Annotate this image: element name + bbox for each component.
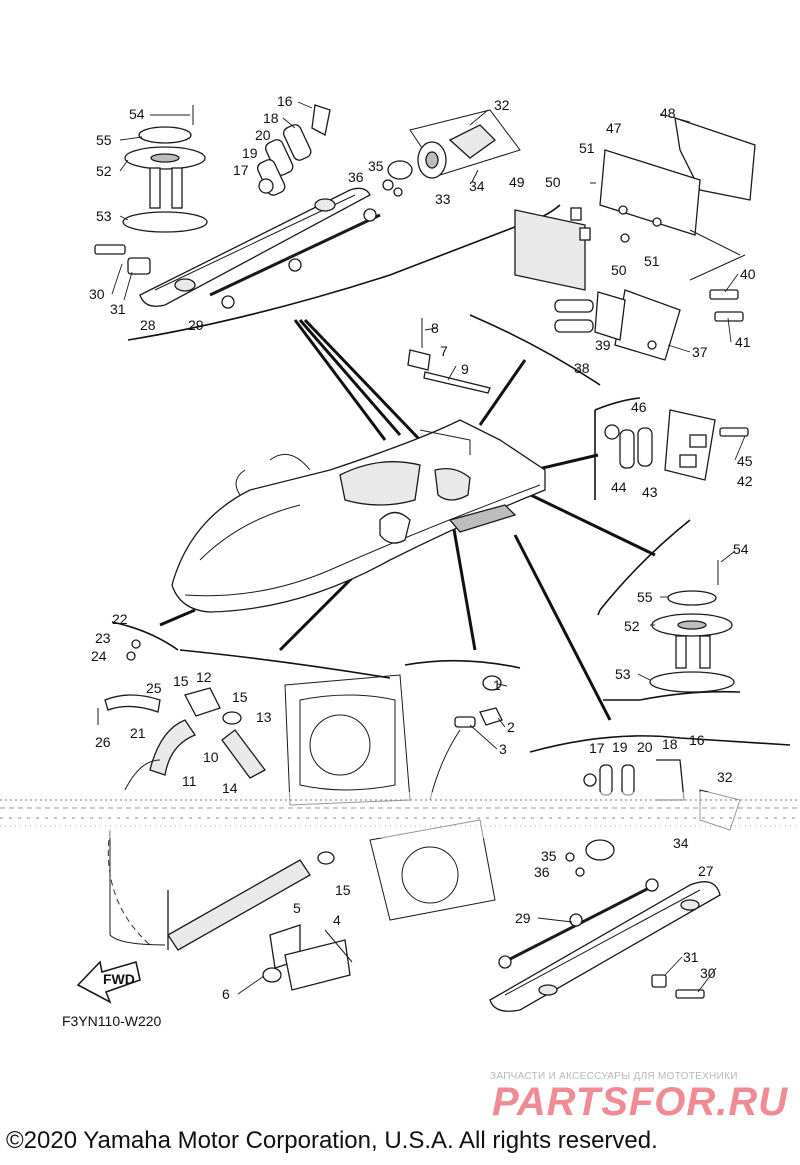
part-label: 16 xyxy=(277,93,293,109)
watercraft-hull xyxy=(171,419,546,613)
part-label: 34 xyxy=(469,178,485,194)
part-label: 1 xyxy=(493,677,501,693)
part-label: 7 xyxy=(440,343,448,359)
watermark-subtitle: ЗАПЧАСТИ И АКСЕССУАРЫ ДЛЯ МОТОТЕХНИКИ xyxy=(490,1071,738,1082)
fwd-arrow-icon: FWD xyxy=(76,960,141,1004)
part-label: 15 xyxy=(232,689,248,705)
part-label: 31 xyxy=(110,301,126,317)
part-label: 29 xyxy=(515,910,531,926)
part-label: 24 xyxy=(91,648,107,664)
part-label: 3 xyxy=(499,741,507,757)
part-label: 22 xyxy=(112,611,128,627)
part-label: 44 xyxy=(611,479,627,495)
part-labels: 54 55 52 53 30 31 28 29 16 18 20 19 17 3… xyxy=(89,93,756,1002)
part-label: 19 xyxy=(242,145,258,161)
part-label: 48 xyxy=(660,105,676,121)
cleat-group-right xyxy=(649,560,735,693)
part-label: 35 xyxy=(368,158,384,174)
part-label: 53 xyxy=(96,208,112,224)
part-label: 52 xyxy=(96,163,112,179)
part-label: 49 xyxy=(509,174,525,190)
part-label: 15 xyxy=(335,882,351,898)
part-label: 6 xyxy=(222,986,230,1002)
part-label: 10 xyxy=(203,749,219,765)
part-label: 2 xyxy=(507,719,515,735)
part-label: 35 xyxy=(541,848,557,864)
part-label: 28 xyxy=(140,317,156,333)
part-label: 29 xyxy=(188,317,204,333)
small-parts-group xyxy=(262,675,503,991)
part-label: 50 xyxy=(611,262,627,278)
part-label: 37 xyxy=(692,344,708,360)
part-label: 45 xyxy=(737,453,753,469)
part-label: 30 xyxy=(89,286,105,302)
part-label: 52 xyxy=(624,618,640,634)
part-label: 23 xyxy=(95,630,111,646)
box-bracket-group xyxy=(554,289,744,361)
fwd-label: FWD xyxy=(103,971,135,987)
filler-group xyxy=(382,109,521,197)
rail-top xyxy=(94,187,381,309)
cover-panel-group xyxy=(514,117,756,291)
part-label: 51 xyxy=(579,140,595,156)
part-label: 54 xyxy=(733,541,749,557)
part-label: 21 xyxy=(130,725,146,741)
part-label: 32 xyxy=(494,97,510,113)
part-label: 53 xyxy=(615,666,631,682)
part-label: 41 xyxy=(735,334,751,350)
part-label: 51 xyxy=(644,253,660,269)
part-label: 50 xyxy=(545,174,561,190)
copyright-notice: ©2020 Yamaha Motor Corporation, U.S.A. A… xyxy=(6,1127,658,1154)
part-label: 12 xyxy=(196,669,212,685)
part-label: 55 xyxy=(96,132,112,148)
part-label: 36 xyxy=(348,169,364,185)
part-label: 15 xyxy=(173,673,189,689)
part-label: 20 xyxy=(637,739,653,755)
part-label: 18 xyxy=(662,736,678,752)
part-label: 14 xyxy=(222,780,238,796)
part-label: 19 xyxy=(612,739,628,755)
part-label: 32 xyxy=(717,769,733,785)
part-label: 16 xyxy=(689,732,705,748)
hook-group xyxy=(407,318,491,394)
part-label: 47 xyxy=(606,120,622,136)
part-label: 27 xyxy=(698,863,714,879)
scan-artifact-band xyxy=(0,792,800,838)
part-label: 42 xyxy=(737,473,753,489)
part-label: 11 xyxy=(182,773,197,789)
part-label: 20 xyxy=(255,127,271,143)
part-label: 46 xyxy=(631,399,647,415)
part-label: 13 xyxy=(256,709,272,725)
part-label: 38 xyxy=(574,360,590,376)
part-label: 31 xyxy=(683,949,699,965)
part-label: 9 xyxy=(461,361,469,377)
part-label: 26 xyxy=(95,734,111,750)
part-label: 55 xyxy=(637,589,653,605)
part-label: 30 xyxy=(700,965,716,981)
part-label: 25 xyxy=(146,680,162,696)
part-label: 17 xyxy=(589,740,605,756)
part-label: 4 xyxy=(333,912,341,928)
part-label: 33 xyxy=(435,191,451,207)
part-label: 18 xyxy=(263,110,279,126)
diagram-code: F3YN110-W220 xyxy=(62,1013,162,1029)
part-label: 34 xyxy=(673,835,689,851)
cleat-group-top xyxy=(122,105,208,233)
hose-group xyxy=(97,639,335,951)
part-label: 39 xyxy=(595,337,611,353)
leader-arrows xyxy=(159,318,656,721)
right-bracket-group xyxy=(604,409,749,481)
part-label: 5 xyxy=(293,900,301,916)
bracket-group-top xyxy=(256,104,331,196)
part-label: 43 xyxy=(642,484,658,500)
watermark-brand: PARTSFOR.RU xyxy=(492,1080,789,1124)
label-leaders xyxy=(111,101,746,995)
part-label: 40 xyxy=(740,266,756,282)
part-label: 36 xyxy=(534,864,550,880)
part-label: 17 xyxy=(233,162,249,178)
part-label: 54 xyxy=(129,106,145,122)
